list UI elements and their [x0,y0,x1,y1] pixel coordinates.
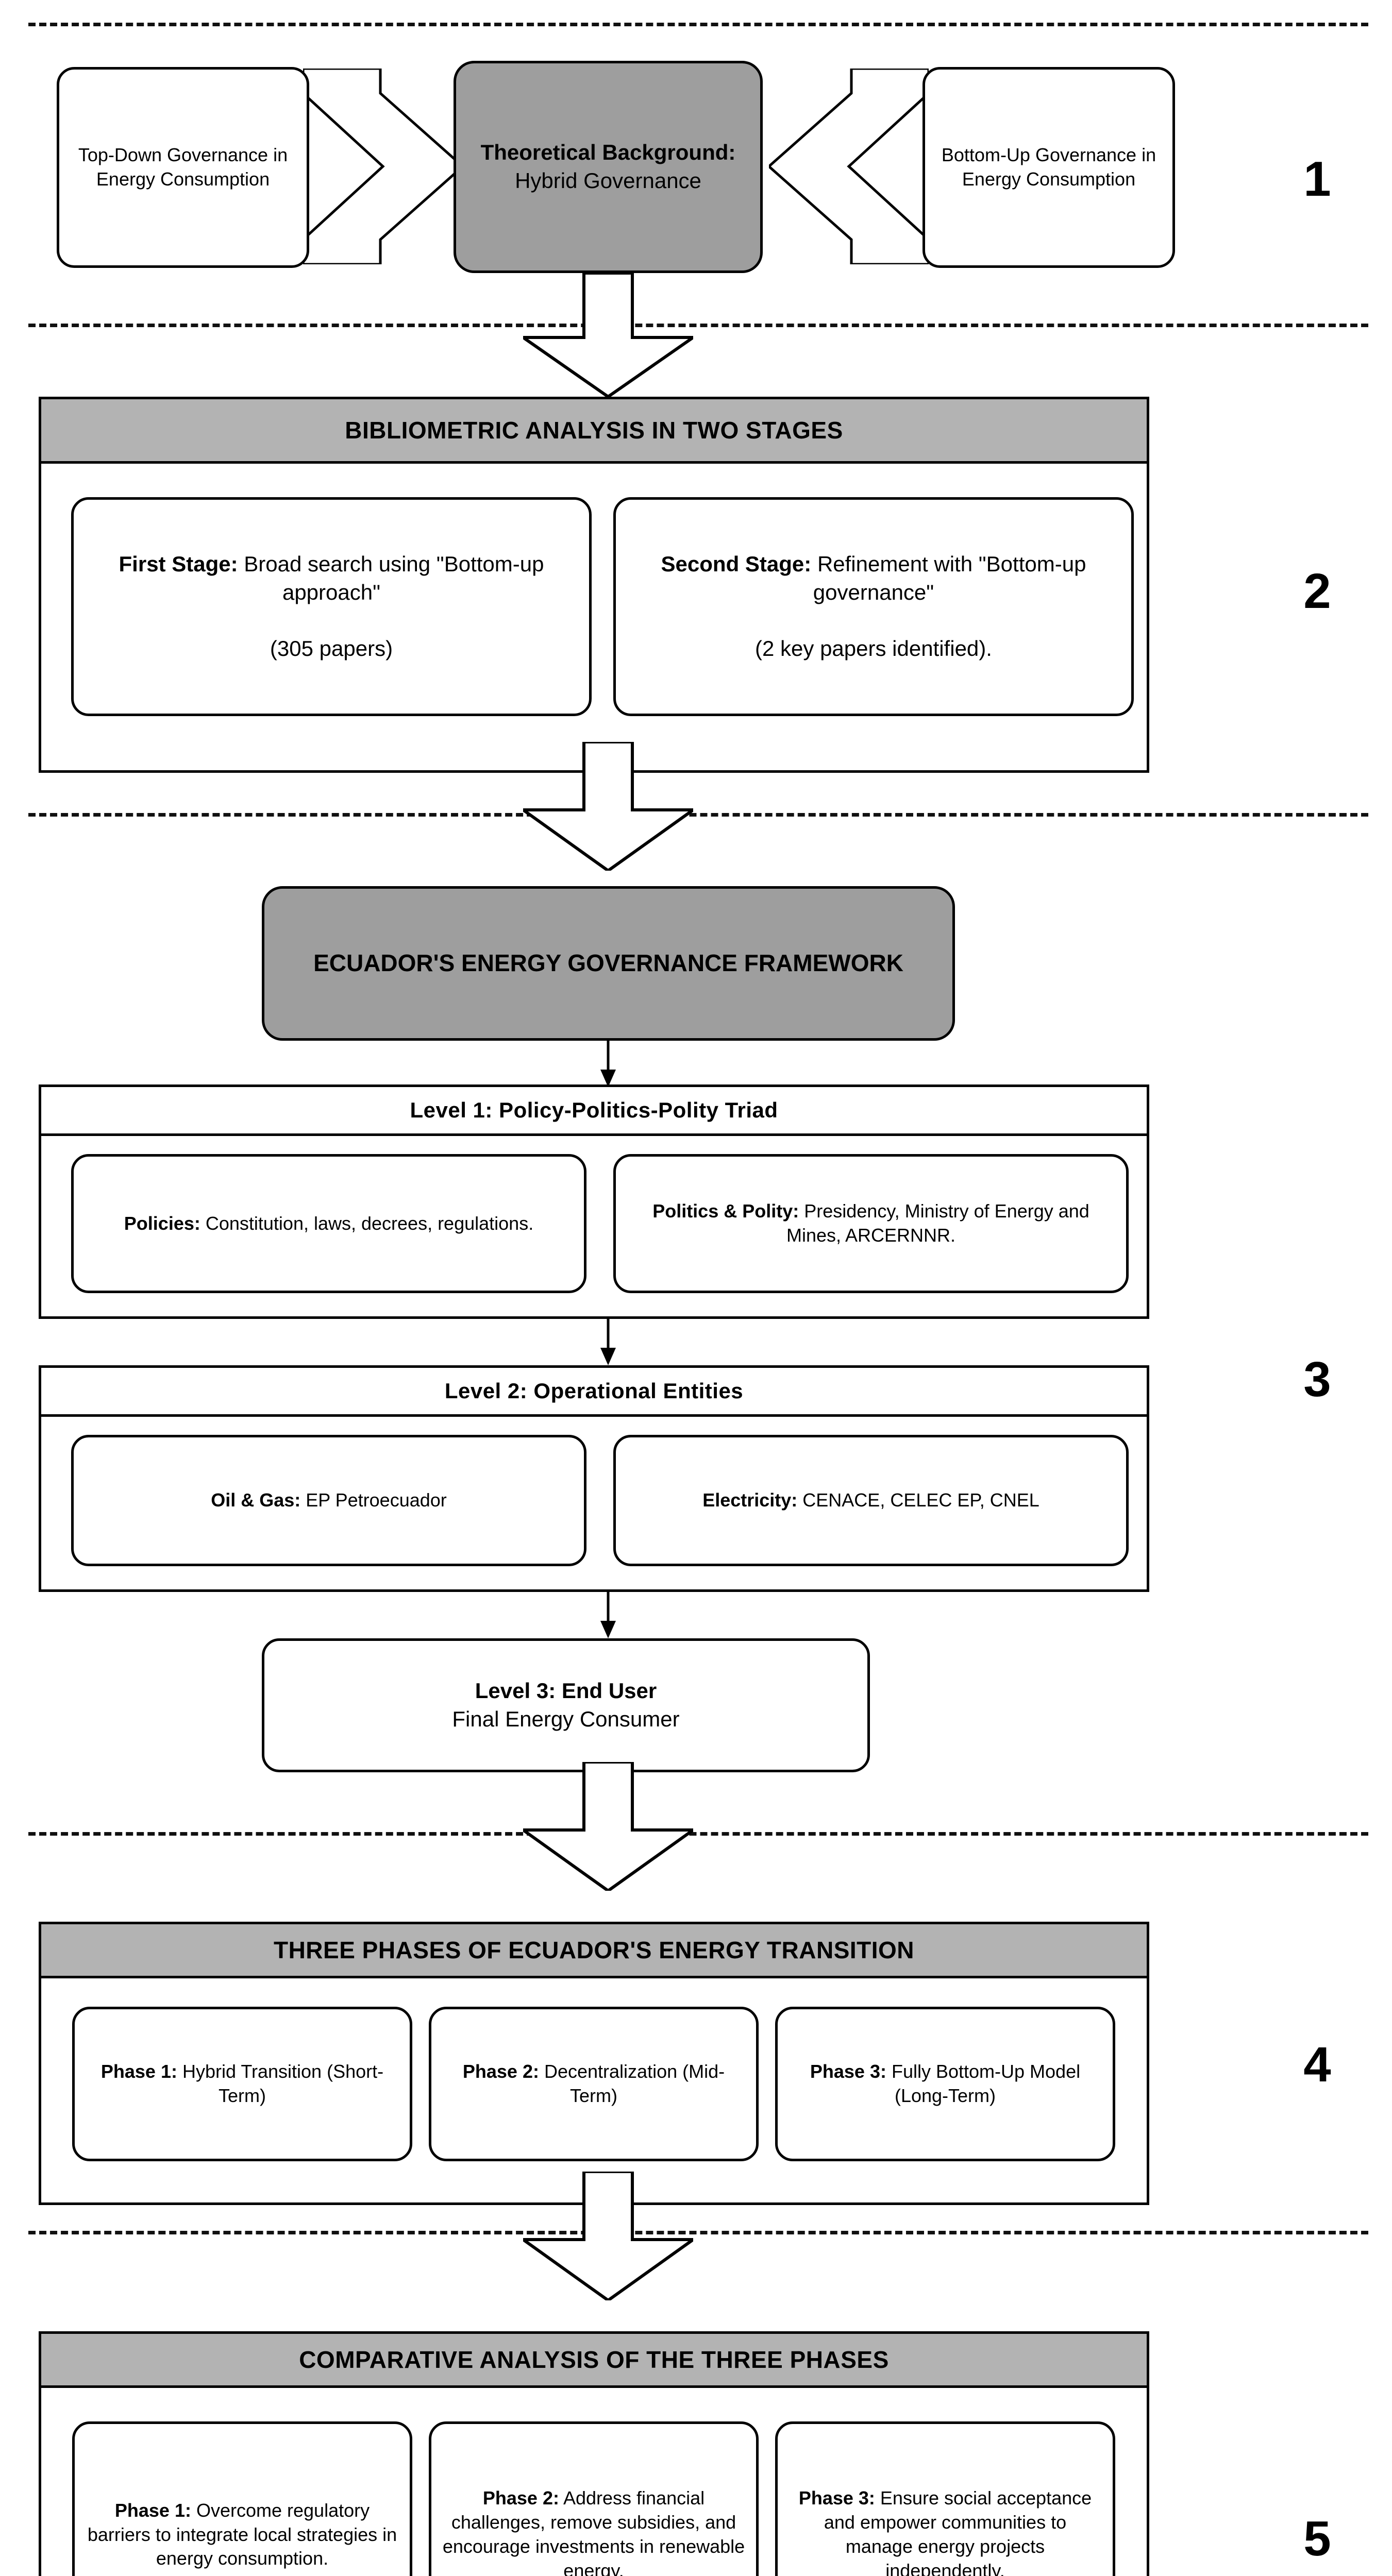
first-stage-box[interactable]: First Stage: Broad search using "Bottom-… [71,497,592,716]
stage4-phase2-box[interactable]: Phase 2: Decentralization (Mid-Term) [429,2007,759,2161]
stage4-phase2-body: Decentralization (Mid-Term) [539,2061,725,2106]
bottom-up-governance-box[interactable]: Bottom-Up Governance in Energy Consumpti… [923,67,1175,268]
connector-framework-to-level1 [600,1040,616,1087]
level3-end-user-box[interactable]: Level 3: End User Final Energy Consumer [262,1638,870,1772]
section-divider-3-4 [28,1832,1368,1836]
level2-oilgas-body: EP Petroecuador [300,1489,447,1511]
level1-policies-body: Constitution, laws, decrees, regulations… [200,1212,534,1234]
stage2-header-label: BIBLIOMETRIC ANALYSIS IN TWO STAGES [345,417,843,444]
level1-politics-body: Presidency, Ministry of Energy and Mines… [786,1200,1089,1246]
level3-body: Final Energy Consumer [452,1707,680,1731]
level2-oilgas-box[interactable]: Oil & Gas: EP Petroecuador [71,1435,586,1566]
stage5-phase1-body: Overcome regulatory barriers to integrat… [87,2499,397,2569]
stage5-phase1-box[interactable]: Phase 1: Overcome regulatory barriers to… [72,2421,412,2576]
level3-title: Level 3: End User [475,1679,657,1703]
level2-electricity-box[interactable]: Electricity: CENACE, CELEC EP, CNEL [613,1435,1129,1566]
level1-politics-box[interactable]: Politics & Polity: Presidency, Ministry … [613,1154,1129,1293]
chevron-arrow-left-to-center [303,69,463,264]
connector-level2-to-level3 [600,1591,616,1638]
block-arrow-stage2-to-stage3 [523,742,693,871]
stage5-phase2-box[interactable]: Phase 2: Address financial challenges, r… [429,2421,759,2576]
bottom-up-governance-label: Bottom-Up Governance in Energy Consumpti… [941,144,1156,190]
first-stage-label: First Stage: [119,552,238,577]
level1-policies-box[interactable]: Policies: Constitution, laws, decrees, r… [71,1154,586,1293]
section-divider-top [28,23,1368,26]
stage5-phase3-box[interactable]: Phase 3: Ensure social acceptance and em… [775,2421,1115,2576]
stage4-header-label: THREE PHASES OF ECUADOR'S ENERGY TRANSIT… [273,1937,915,1963]
level1-header-label: Level 1: Policy-Politics-Polity Triad [410,1098,778,1122]
top-down-governance-box[interactable]: Top-Down Governance in Energy Consumptio… [57,67,309,268]
chevron-arrow-right-to-center [769,69,929,264]
stage4-header: THREE PHASES OF ECUADOR'S ENERGY TRANSIT… [39,1922,1149,1978]
stage5-phase1-label: Phase 1: [114,2499,191,2521]
stage-number-3: 3 [1303,1352,1331,1407]
level2-oilgas-label: Oil & Gas: [211,1489,301,1511]
level2-header: Level 2: Operational Entities [39,1365,1149,1417]
stage4-phase1-box[interactable]: Phase 1: Hybrid Transition (Short-Term) [72,2007,412,2161]
block-arrow-stage1-to-stage2 [523,273,693,397]
block-arrow-stage3-to-stage4 [523,1762,693,1891]
level2-header-label: Level 2: Operational Entities [444,1379,744,1403]
second-stage-label: Second Stage: [661,552,812,577]
section-divider-1-2 [28,324,1368,327]
stage4-phase1-label: Phase 1: [100,2061,177,2082]
connector-level1-to-level2 [600,1318,616,1365]
stage5-phase2-label: Phase 2: [482,2487,559,2509]
stage4-phase3-box[interactable]: Phase 3: Fully Bottom-Up Model (Long-Ter… [775,2007,1115,2161]
level2-electricity-body: CENACE, CELEC EP, CNEL [797,1489,1039,1511]
stage2-header: BIBLIOMETRIC ANALYSIS IN TWO STAGES [39,397,1149,464]
section-divider-2-3 [28,813,1368,817]
section-divider-4-5 [28,2231,1368,2234]
level1-header: Level 1: Policy-Politics-Polity Triad [39,1084,1149,1136]
second-stage-box[interactable]: Second Stage: Refinement with "Bottom-up… [613,497,1134,716]
stage-number-5: 5 [1303,2511,1331,2566]
stage4-phase3-label: Phase 3: [810,2061,886,2082]
level2-electricity-label: Electricity: [702,1489,798,1511]
theoretical-background-title: Theoretical Background: [480,140,736,165]
stage5-phase2-body: Address financial challenges, remove sub… [442,2487,745,2576]
stage-number-1: 1 [1303,151,1331,207]
second-stage-body: Refinement with "Bottom-up governance" [811,552,1086,604]
ecuador-framework-label: ECUADOR'S ENERGY GOVERNANCE FRAMEWORK [313,950,903,977]
level1-politics-label: Politics & Polity: [652,1200,799,1222]
stage-number-4: 4 [1303,2037,1331,2092]
stage5-header-label: COMPARATIVE ANALYSIS OF THE THREE PHASES [299,2346,889,2373]
stage5-header: COMPARATIVE ANALYSIS OF THE THREE PHASES [39,2331,1149,2388]
stage5-phase3-body: Ensure social acceptance and empower com… [824,2487,1092,2576]
second-stage-count: (2 key papers identified). [755,636,992,661]
top-down-governance-label: Top-Down Governance in Energy Consumptio… [78,144,288,190]
stage4-phase3-body: Fully Bottom-Up Model (Long-Term) [886,2061,1081,2106]
first-stage-count: (305 papers) [270,636,393,661]
stage4-phase1-body: Hybrid Transition (Short-Term) [177,2061,384,2106]
theoretical-background-box[interactable]: Theoretical Background: Hybrid Governanc… [454,61,763,273]
ecuador-framework-box[interactable]: ECUADOR'S ENERGY GOVERNANCE FRAMEWORK [262,886,955,1041]
level1-policies-label: Policies: [124,1212,200,1234]
first-stage-body: Broad search using "Bottom-up approach" [238,552,544,604]
block-arrow-stage4-to-stage5 [523,2172,693,2300]
stage4-phase2-label: Phase 2: [462,2061,539,2082]
stage-number-2: 2 [1303,564,1331,619]
theoretical-background-subtitle: Hybrid Governance [515,168,701,193]
stage5-phase3-label: Phase 3: [798,2487,875,2509]
